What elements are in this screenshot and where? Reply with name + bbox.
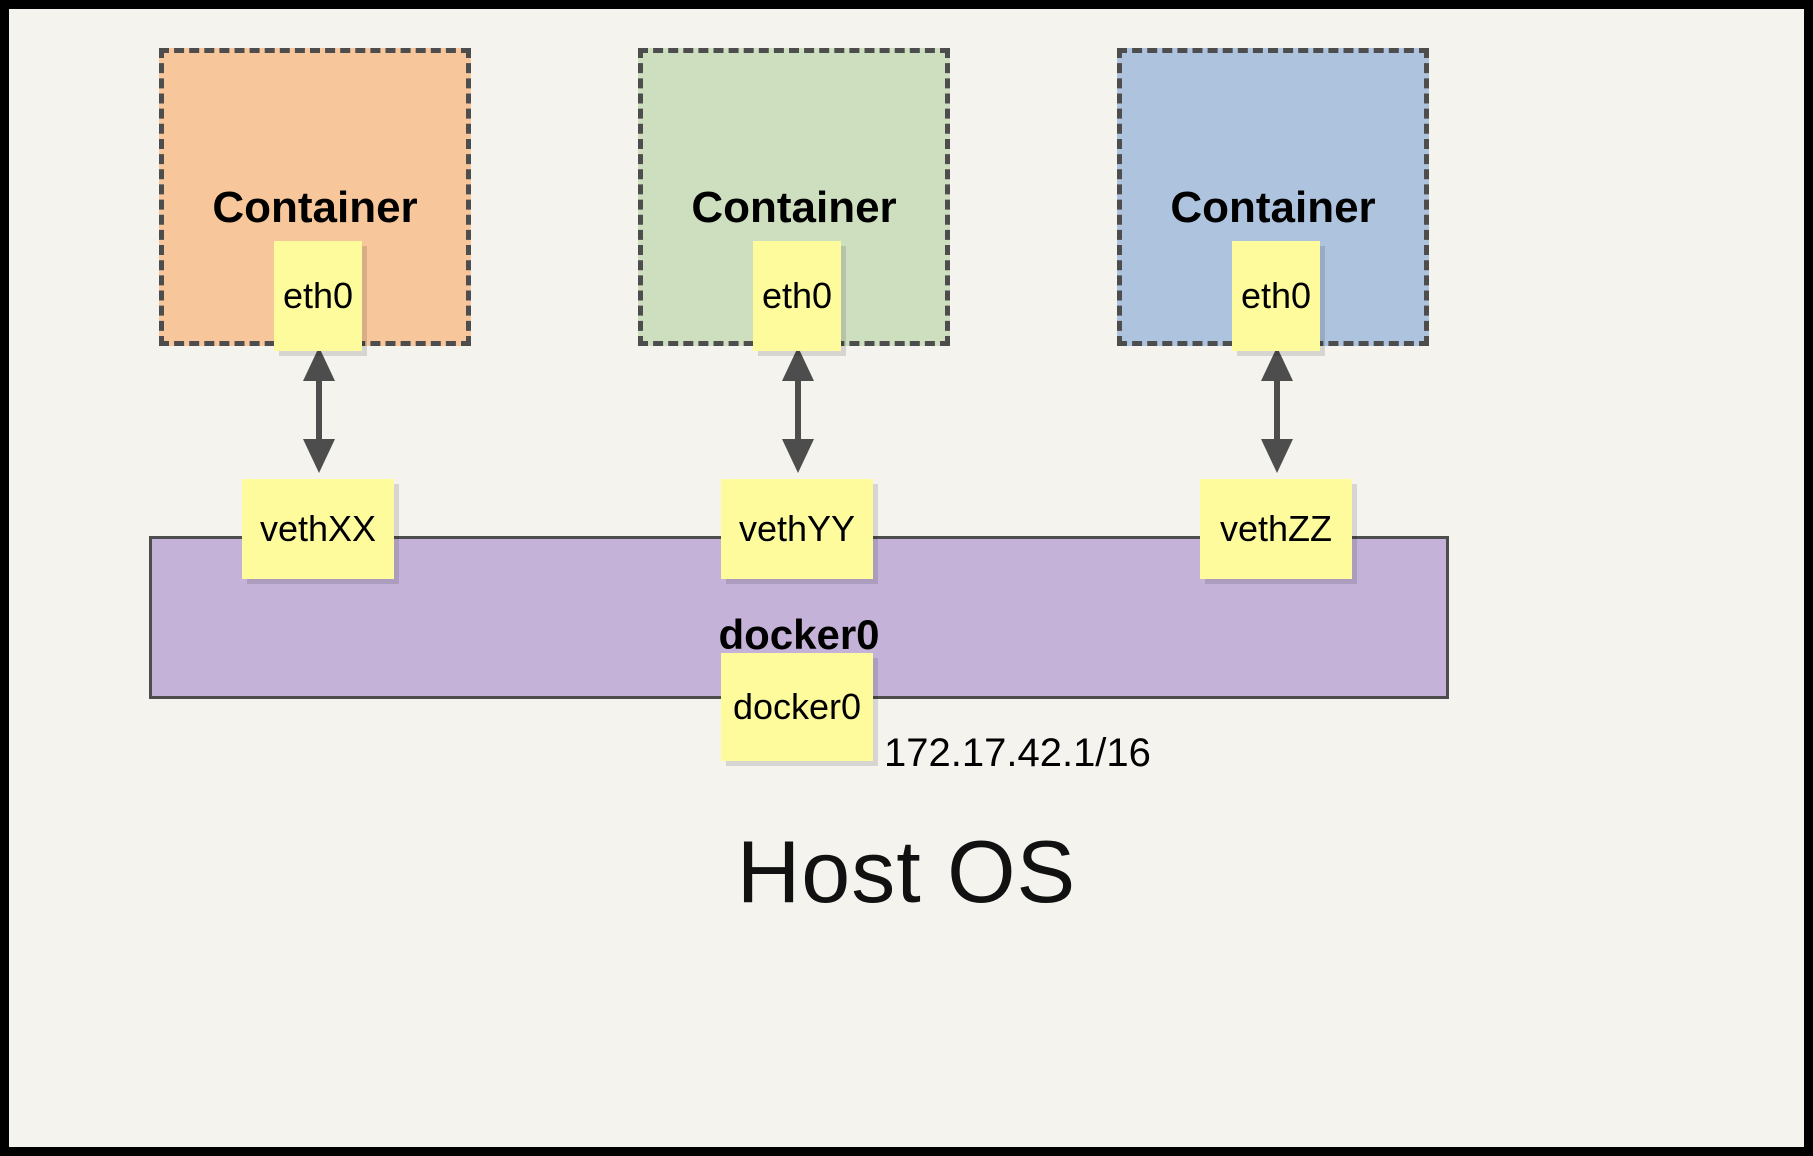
link-arrow-eth0-vethxx bbox=[303, 347, 335, 473]
veth-box-3[interactable]: vethZZ bbox=[1200, 479, 1352, 579]
docker0-interface-box[interactable]: docker0 bbox=[721, 653, 873, 761]
host-os-label: Host OS bbox=[736, 822, 1077, 921]
eth0-label-3: eth0 bbox=[1240, 275, 1312, 316]
eth0-box-3[interactable]: eth0 bbox=[1232, 241, 1320, 351]
eth0-label-2: eth0 bbox=[761, 275, 833, 316]
veth-label-2: vethYY bbox=[738, 508, 856, 549]
eth0-label-1: eth0 bbox=[282, 275, 354, 316]
docker0-bar-label: docker0 bbox=[718, 611, 880, 658]
docker0-interface-label: docker0 bbox=[732, 686, 862, 727]
veth-label-1: vethXX bbox=[259, 508, 377, 549]
container-title-3: Container bbox=[1170, 183, 1376, 232]
container-title-2: Container bbox=[691, 183, 897, 232]
link-arrow-eth0-vethyy bbox=[782, 347, 814, 473]
container-title-1: Container bbox=[212, 183, 418, 232]
veth-label-3: vethZZ bbox=[1219, 508, 1333, 549]
link-arrow-eth0-vethzz bbox=[1261, 347, 1293, 473]
eth0-box-2[interactable]: eth0 bbox=[753, 241, 841, 351]
eth0-box-1[interactable]: eth0 bbox=[274, 241, 362, 351]
docker0-ip-label: 172.17.42.1/16 bbox=[884, 731, 1151, 775]
veth-box-2[interactable]: vethYY bbox=[721, 479, 873, 579]
veth-box-1[interactable]: vethXX bbox=[242, 479, 394, 579]
